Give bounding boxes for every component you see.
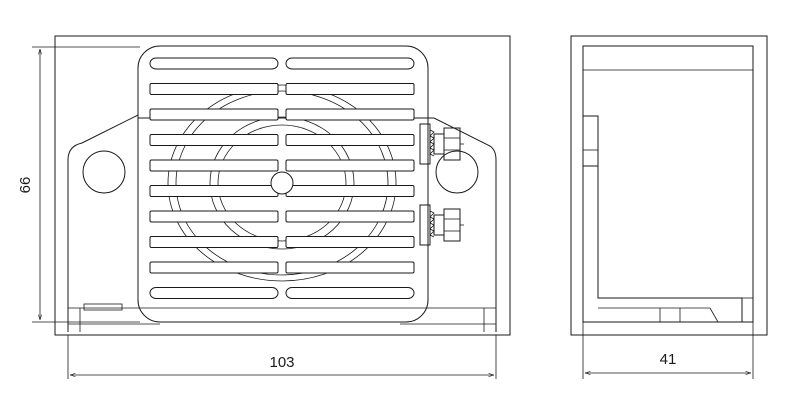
front-view: 66 103	[17, 35, 511, 379]
mounting-hole-left	[82, 150, 126, 194]
grille-slot	[285, 134, 415, 146]
grille-slot	[285, 83, 415, 95]
side-view-frame	[570, 35, 768, 336]
depth-dimension-label: 41	[660, 351, 677, 368]
grille-slot	[285, 287, 415, 299]
front-view-frame	[54, 35, 511, 336]
side-view-terminal-block	[582, 115, 599, 167]
grille-slot	[149, 287, 279, 299]
grille-slot	[285, 185, 415, 197]
height-dimension: 66	[17, 46, 140, 323]
grille-slot	[285, 261, 415, 274]
depth-dimension: 41	[582, 322, 754, 379]
side-view-base-slope	[709, 307, 719, 323]
grille-slot	[149, 57, 279, 70]
grille-slot	[149, 83, 279, 95]
grille-slot	[149, 261, 279, 274]
grille-slot	[149, 236, 279, 248]
grille-slot	[285, 210, 415, 223]
speaker-grille	[149, 57, 415, 299]
speaker-center-hub	[270, 171, 294, 195]
speaker-cone	[167, 84, 397, 282]
grille-slot	[149, 108, 279, 121]
grille-slot	[149, 134, 279, 146]
height-dimension-label: 66	[17, 177, 34, 194]
grille-slot	[149, 210, 279, 223]
side-view-bracket-profile	[597, 166, 743, 322]
terminal-lower	[419, 204, 464, 246]
width-dimension: 103	[67, 335, 497, 379]
mounting-hole-right	[435, 150, 479, 194]
grille-slot	[285, 159, 415, 172]
terminal-upper	[419, 123, 464, 165]
grille-slot	[149, 159, 279, 172]
width-dimension-label: 103	[269, 354, 294, 371]
grille-slot	[285, 57, 415, 70]
grille-slot	[285, 236, 415, 248]
grille-slot	[149, 185, 279, 197]
grille-slot	[285, 108, 415, 121]
side-view-body	[582, 45, 754, 323]
side-view: 41	[570, 35, 768, 379]
speaker-body	[137, 45, 429, 323]
base-tab-left	[83, 303, 123, 311]
